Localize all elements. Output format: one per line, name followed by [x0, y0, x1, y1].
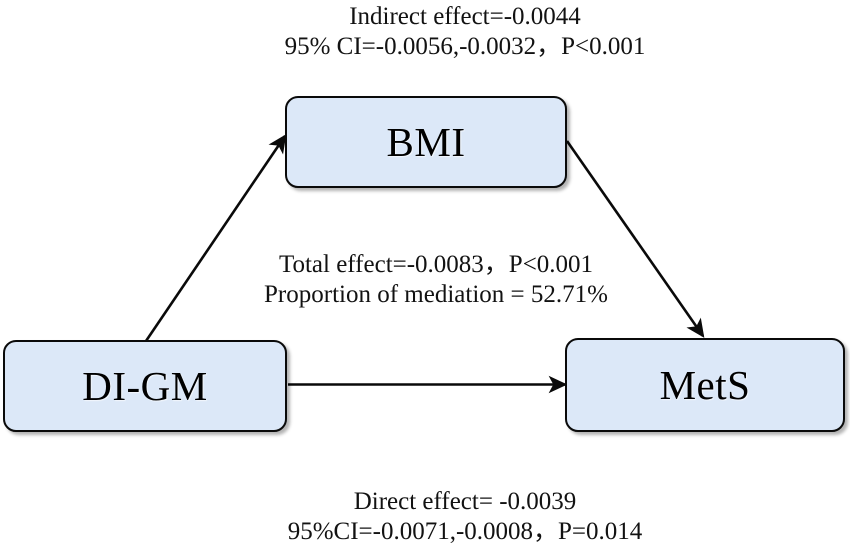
node-di-gm-label: DI-GM [82, 362, 208, 409]
node-bmi-label: BMI [386, 118, 466, 165]
arrow-digm-to-bmi [144, 134, 287, 342]
indirect-effect-line-2: 95% CI=-0.0056,-0.0032，P<0.001 [284, 33, 646, 60]
node-mets[interactable]: MetS [565, 338, 845, 432]
indirect-effect-annotation: Indirect effect=-0.0044 95% CI=-0.0056,-… [0, 2, 850, 62]
arrow-bmi-to-mets [565, 140, 705, 338]
node-bmi[interactable]: BMI [285, 96, 567, 188]
node-di-gm[interactable]: DI-GM [3, 340, 287, 432]
total-effect-annotation: Total effect=-0.0083，P<0.001 Proportion … [0, 250, 850, 310]
indirect-effect-line-1: Indirect effect=-0.0044 [349, 3, 581, 30]
direct-effect-annotation: Direct effect= -0.0039 95%CI=-0.0071,-0.… [0, 487, 850, 547]
direct-effect-line-1: Direct effect= -0.0039 [353, 488, 577, 515]
direct-effect-line-2: 95%CI=-0.0071,-0.0008，P=0.014 [287, 518, 643, 545]
total-effect-line-2: Proportion of mediation = 52.71% [264, 281, 608, 308]
node-mets-label: MetS [659, 361, 751, 408]
total-effect-line-1: Total effect=-0.0083，P<0.001 [278, 251, 594, 278]
